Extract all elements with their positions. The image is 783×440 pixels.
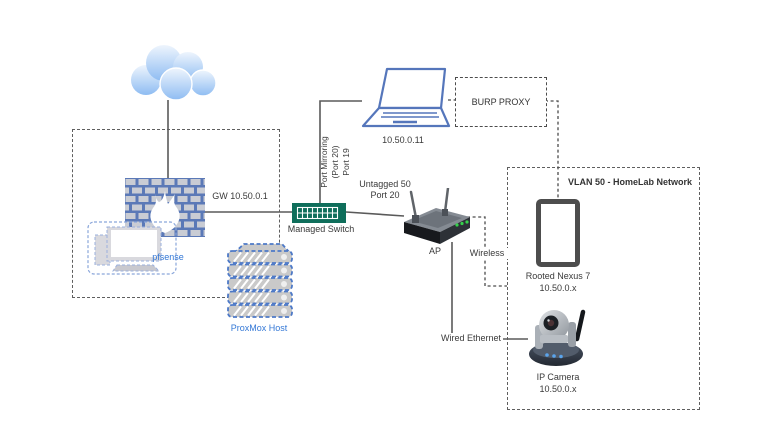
untagged-port-label: Untagged 50 Port 20 bbox=[350, 179, 420, 201]
cloud-icon bbox=[124, 40, 218, 107]
network-switch-icon bbox=[292, 203, 346, 223]
laptop-icon bbox=[355, 66, 451, 141]
nexus7-ip-label: 10.50.0.x bbox=[539, 283, 577, 293]
firewall-icon bbox=[125, 178, 205, 242]
server-stack-icon bbox=[224, 241, 296, 328]
tablet-icon bbox=[536, 199, 580, 267]
burp-proxy-label: BURP PROXY bbox=[471, 97, 531, 107]
laptop-ip-label: 10.50.0.11 bbox=[382, 135, 424, 145]
port-mirroring-line1: Port Mirroring bbox=[319, 136, 329, 188]
untagged-line2: Port 20 bbox=[370, 190, 400, 200]
connector-switch-ap bbox=[345, 211, 405, 217]
port-mirroring-label: Port Mirroring (Port 20) Port 19 bbox=[319, 126, 353, 198]
ip-camera-ip-label: 10.50.0.x bbox=[539, 384, 577, 394]
wired-ethernet-label: Wired Ethernet bbox=[439, 333, 503, 344]
connector-switch-laptop bbox=[319, 100, 362, 203]
burp-proxy-box: BURP PROXY bbox=[455, 77, 547, 127]
wireless-router-icon bbox=[400, 186, 472, 251]
nexus7-label: Rooted Nexus 7 bbox=[525, 271, 591, 281]
gateway-label: GW 10.50.0.1 bbox=[212, 191, 268, 201]
lan-boundary-box bbox=[72, 129, 280, 298]
wireless-link-label: Wireless bbox=[464, 248, 510, 259]
desktop-pc-icon bbox=[87, 221, 177, 280]
vlan50-title: VLAN 50 - HomeLab Network bbox=[567, 177, 692, 187]
pfsense-label: pfsense bbox=[152, 252, 184, 262]
ip-camera-label: IP Camera bbox=[536, 372, 580, 382]
untagged-line1: Untagged 50 bbox=[359, 179, 411, 189]
vlan50-boundary-box: VLAN 50 - HomeLab Network bbox=[507, 167, 700, 410]
managed-switch-label: Managed Switch bbox=[287, 224, 355, 234]
proxmox-host-label: ProxMox Host bbox=[230, 323, 288, 333]
ap-label: AP bbox=[428, 246, 441, 256]
port-mirroring-line2: (Port 20) bbox=[330, 145, 340, 179]
connector-burp-tablet bbox=[545, 100, 559, 200]
ip-camera-icon bbox=[526, 303, 590, 374]
